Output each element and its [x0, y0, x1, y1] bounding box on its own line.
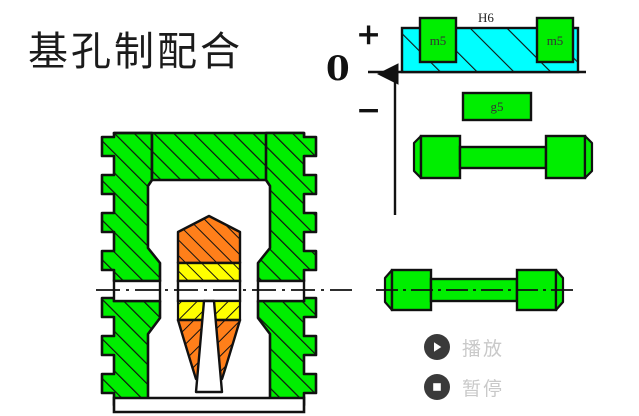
housing-bottom-plate: [112, 396, 306, 414]
axis-plus-label: +: [356, 17, 382, 52]
shaft-upper-right-chamfer: [583, 134, 594, 180]
shaft-upper-right-head: [544, 134, 587, 180]
g5-box: [461, 91, 533, 122]
housing-left-wall: [100, 131, 162, 283]
piston-upper-yellow-band: [176, 261, 242, 283]
play-control[interactable]: 播放: [424, 330, 504, 364]
play-icon[interactable]: [424, 334, 450, 360]
piston-upper-cap: [176, 214, 242, 265]
shaft-upper-body: [458, 145, 548, 170]
axis-minus-label: −: [356, 93, 382, 128]
m5-box-left: [418, 16, 458, 64]
piston-lower-yellow-right: [212, 299, 242, 322]
page-title: 基孔制配合: [28, 29, 243, 75]
piston-stem: [194, 299, 224, 394]
tolerance-zone-diagram: [368, 16, 586, 215]
pause-control[interactable]: 暂停: [424, 370, 504, 404]
assembly-cross-section: [96, 131, 352, 414]
piston-bore-gap: [176, 279, 242, 303]
clearance-gap-right: [256, 279, 306, 303]
play-label[interactable]: 播放: [462, 337, 505, 360]
housing-right-wall-lower: [256, 296, 318, 407]
h6-band-label: H6: [478, 10, 494, 25]
clearance-gap-left: [112, 279, 162, 303]
shaft-part-lower: [376, 268, 574, 312]
m5-box-right: [535, 16, 575, 64]
axis-zero-label: 0: [326, 49, 350, 89]
housing-left-wall-lower: [100, 296, 162, 407]
playback-controls: 播放 暂停: [424, 330, 504, 410]
housing-right-wall: [256, 131, 318, 283]
pause-label[interactable]: 暂停: [462, 377, 505, 400]
piston-lower-yellow-left: [176, 299, 206, 322]
stop-icon[interactable]: [424, 374, 450, 400]
shaft-part-upper: [412, 134, 594, 180]
shaft-upper-left-head: [419, 134, 462, 180]
